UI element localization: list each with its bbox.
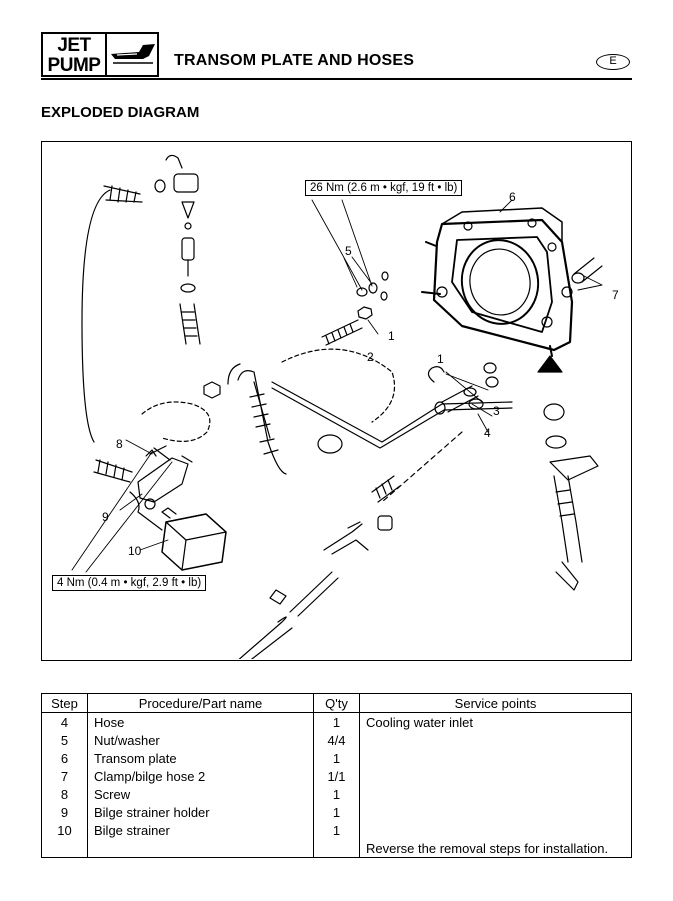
cell-service: [359, 749, 632, 767]
callout-3: 3: [493, 404, 500, 418]
right-fitting: [537, 355, 599, 591]
torque-spec-lower: 4 Nm (0.4 m • kgf, 2.9 ft • lb): [52, 575, 207, 591]
table-row: 10 Bilge strainer 1: [41, 821, 632, 839]
cell-step: [41, 839, 88, 858]
callout-9: 9: [102, 510, 109, 524]
cell-part-name: Bilge strainer holder: [87, 803, 314, 821]
cell-service: Reverse the removal steps for installati…: [359, 839, 632, 858]
left-hose-end: [103, 185, 143, 203]
cell-service: Cooling water inlet: [359, 712, 632, 731]
cell-qty: 1: [313, 821, 360, 839]
table-row: 6 Transom plate 1: [41, 749, 632, 767]
header-qty: Q'ty: [313, 693, 360, 713]
callout-10: 10: [128, 544, 142, 558]
callout-1-lower: 1: [437, 352, 444, 366]
cell-service: [359, 767, 632, 785]
cell-service: [359, 821, 632, 839]
cell-qty: 4/4: [313, 731, 360, 749]
callout-2: 2: [367, 350, 374, 364]
cell-qty: 1: [313, 712, 360, 731]
diagram-drawing: [71, 154, 603, 659]
cell-step: 4: [41, 712, 88, 731]
jet-pump-icon: [111, 44, 155, 64]
callout-4: 4: [484, 426, 491, 440]
logo-line2: PUMP: [47, 55, 101, 76]
callout-1-upper: 1: [388, 329, 395, 343]
hose-4: [427, 366, 479, 415]
section-title: EXPLODED DIAGRAM: [41, 104, 200, 121]
upper-fitting: [154, 154, 201, 345]
left-hose: [81, 189, 111, 443]
header-service-points: Service points: [359, 693, 632, 713]
table-row: 4 Hose 1 Cooling water inlet: [41, 712, 632, 731]
cell-service: [359, 785, 632, 803]
cell-step: 7: [41, 767, 88, 785]
bilge-hose-right: [571, 257, 603, 284]
page-title: TRANSOM PLATE AND HOSES: [174, 52, 415, 69]
callout-8: 8: [116, 437, 123, 451]
jet-pump-logo: JET PUMP: [41, 32, 159, 77]
exploded-diagram: 26 Nm (2.6 m • kgf, 19 ft • lb) 4 Nm (0.…: [41, 141, 632, 661]
table-row: 8 Screw 1: [41, 785, 632, 803]
callout-7: 7: [612, 288, 619, 302]
language-badge: E: [596, 54, 630, 70]
cell-part-name: Screw: [87, 785, 314, 803]
cell-qty: 1/1: [313, 767, 360, 785]
hose-2: [321, 319, 363, 346]
callout-5: 5: [345, 244, 352, 258]
logo-line1: JET: [57, 35, 91, 56]
table-header-row: Step Procedure/Part name Q'ty Service po…: [41, 693, 632, 713]
cell-step: 5: [41, 731, 88, 749]
header-step: Step: [41, 693, 88, 713]
cell-qty: [313, 839, 360, 858]
cell-part-name: Hose: [87, 712, 314, 731]
cell-part-name: Transom plate: [87, 749, 314, 767]
nut-washer-set: [356, 271, 389, 320]
logo-divider: [105, 34, 107, 75]
callout-6: 6: [509, 190, 516, 204]
cell-part-name: [87, 839, 314, 858]
cell-service: [359, 731, 632, 749]
steps-table: Step Procedure/Part name Q'ty Service po…: [41, 693, 632, 858]
bilge-strainer: [161, 507, 227, 571]
cell-qty: 1: [313, 749, 360, 767]
torque-spec-upper: 26 Nm (2.6 m • kgf, 19 ft • lb): [305, 180, 463, 196]
cell-step: 9: [41, 803, 88, 821]
table-row: 5 Nut/washer 4/4: [41, 731, 632, 749]
cell-part-name: Nut/washer: [87, 731, 314, 749]
header-rule: [41, 78, 632, 80]
cell-part-name: Clamp/bilge hose 2: [87, 767, 314, 785]
cell-step: 10: [41, 821, 88, 839]
table-row: Reverse the removal steps for installati…: [41, 839, 632, 858]
table-row: 7 Clamp/bilge hose 2 1/1: [41, 767, 632, 785]
cell-qty: 1: [313, 785, 360, 803]
cell-qty: 1: [313, 803, 360, 821]
bent-hose: [227, 363, 287, 475]
cell-service: [359, 803, 632, 821]
cell-step: 8: [41, 785, 88, 803]
table-row: 9 Bilge strainer holder 1: [41, 803, 632, 821]
mid-diagonal-hose: [371, 475, 401, 503]
cell-step: 6: [41, 749, 88, 767]
header-part-name: Procedure/Part name: [87, 693, 314, 713]
cell-part-name: Bilge strainer: [87, 821, 314, 839]
transom-plate: [421, 207, 574, 357]
